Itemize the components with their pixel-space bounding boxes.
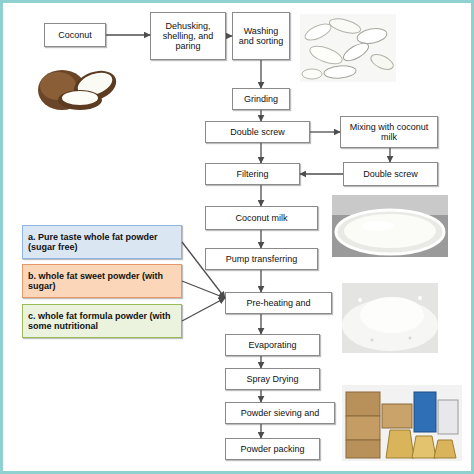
box-text: Dehusking, shelling, and paring xyxy=(154,21,222,51)
box-text: Double screw xyxy=(363,169,418,179)
packages-photo xyxy=(342,385,462,461)
process-box: Double screw xyxy=(343,162,438,186)
process-box: Coconut milk xyxy=(205,206,318,230)
box-text: Coconut xyxy=(58,30,92,40)
flow-arrow xyxy=(260,390,261,402)
box-text: Spray Drying xyxy=(246,374,298,384)
flow-arrow xyxy=(182,298,225,321)
coconut-milk-photo xyxy=(332,195,448,257)
box-text: Pre-heating and xyxy=(246,298,310,308)
powder-photo xyxy=(342,283,438,353)
process-box: Pump transferring xyxy=(205,248,318,270)
box-text: Coconut milk xyxy=(235,213,287,223)
product-option-box: b. whole fat sweet powder (with sugar) xyxy=(22,264,182,298)
process-box: Washing and sorting xyxy=(232,12,290,60)
process-box: Coconut xyxy=(44,23,106,47)
flow-arrow xyxy=(260,424,261,438)
process-box: Filtering xyxy=(205,163,300,185)
flow-arrow xyxy=(182,242,225,298)
box-text: Grinding xyxy=(244,94,278,104)
box-text: Mixing with coconut milk xyxy=(344,122,434,142)
flow-arrow xyxy=(226,35,232,36)
process-box: Evaporating xyxy=(225,334,320,356)
flow-arrow xyxy=(260,185,261,206)
box-text: c. whole fat formula powder (with some n… xyxy=(28,311,176,331)
flow-arrow xyxy=(310,131,340,132)
flow-arrow xyxy=(260,110,261,121)
flow-arrow xyxy=(260,270,261,292)
process-box: Double screw xyxy=(205,121,310,143)
process-box: Powder packing xyxy=(225,438,320,460)
box-text: Double screw xyxy=(230,127,285,137)
box-text: b. whole fat sweet powder (with sugar) xyxy=(28,271,176,291)
process-box: Pre-heating and xyxy=(225,292,332,314)
process-box: Spray Drying xyxy=(225,368,320,390)
flow-arrow xyxy=(182,281,225,298)
process-box: Dehusking, shelling, and paring xyxy=(150,12,226,60)
process-box: Grinding xyxy=(232,88,290,110)
product-option-box: c. whole fat formula powder (with some n… xyxy=(22,304,182,338)
flow-arrow xyxy=(389,148,390,162)
product-option-box: a. Pure taste whole fat powder (sugar fr… xyxy=(22,225,182,259)
flow-arrow xyxy=(260,356,261,368)
box-text: Evaporating xyxy=(248,340,296,350)
box-text: Powder packing xyxy=(240,444,304,454)
box-text: Washing and sorting xyxy=(236,26,286,46)
box-text: Filtering xyxy=(236,169,268,179)
coconut-photo xyxy=(38,65,120,110)
box-text: Powder sieving and xyxy=(241,408,320,418)
flow-arrow xyxy=(106,34,150,35)
process-box: Mixing with coconut milk xyxy=(340,116,438,148)
flow-arrow xyxy=(260,314,261,334)
process-box: Powder sieving and xyxy=(225,402,335,424)
flow-arrow xyxy=(260,230,261,248)
box-text: Pump transferring xyxy=(226,254,298,264)
box-text: a. Pure taste whole fat powder (sugar fr… xyxy=(28,232,176,252)
flow-arrow xyxy=(300,173,343,174)
flow-arrow xyxy=(260,60,261,88)
coconut-chips-photo xyxy=(300,14,396,82)
flow-arrow xyxy=(260,143,261,163)
